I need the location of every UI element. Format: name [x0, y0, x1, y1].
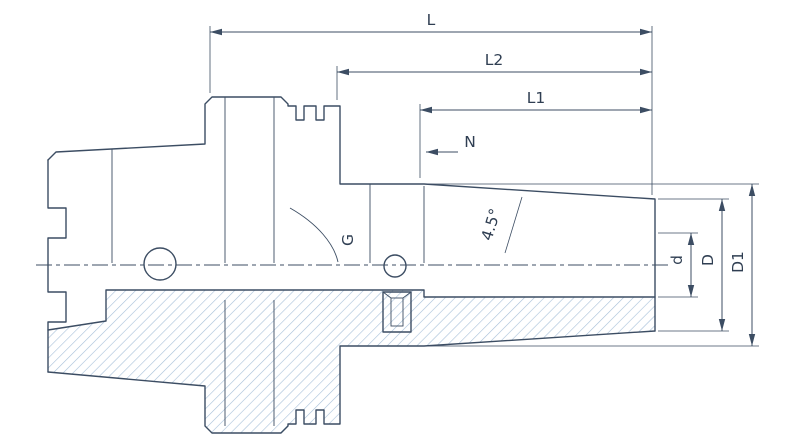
- tool-holder-section-outline: [47, 330, 656, 434]
- dim-label-d: d: [668, 255, 686, 265]
- dimension-L2: L2: [336, 51, 652, 100]
- feature-edge-lines: [111, 97, 425, 426]
- dim-label-G: G: [339, 234, 357, 246]
- dim-label-D1: D1: [729, 251, 747, 273]
- dimension-D1: D1: [428, 183, 759, 347]
- set-screw-detail: [382, 291, 412, 333]
- drive-hole-circle: [143, 247, 177, 281]
- tool-holder-upper-outline: [47, 96, 656, 332]
- dim-label-L: L: [427, 11, 436, 29]
- section-hatch: [48, 265, 655, 433]
- dimension-L: L: [209, 11, 653, 195]
- dim-label-L1: L1: [527, 89, 546, 107]
- callout-N: N: [426, 133, 476, 156]
- dimension-d: d: [658, 232, 698, 298]
- dimension-D: D: [658, 198, 729, 332]
- dim-label-D: D: [699, 254, 717, 266]
- dim-label-L2: L2: [485, 51, 504, 69]
- callout-taper-angle: 4.5°: [478, 196, 523, 254]
- bore-cavity-outline: [47, 289, 656, 331]
- dimension-L1: L1: [419, 89, 652, 178]
- side-screw-circle: [383, 254, 407, 278]
- dim-label-N: N: [464, 133, 476, 151]
- dim-label-angle: 4.5°: [478, 206, 505, 242]
